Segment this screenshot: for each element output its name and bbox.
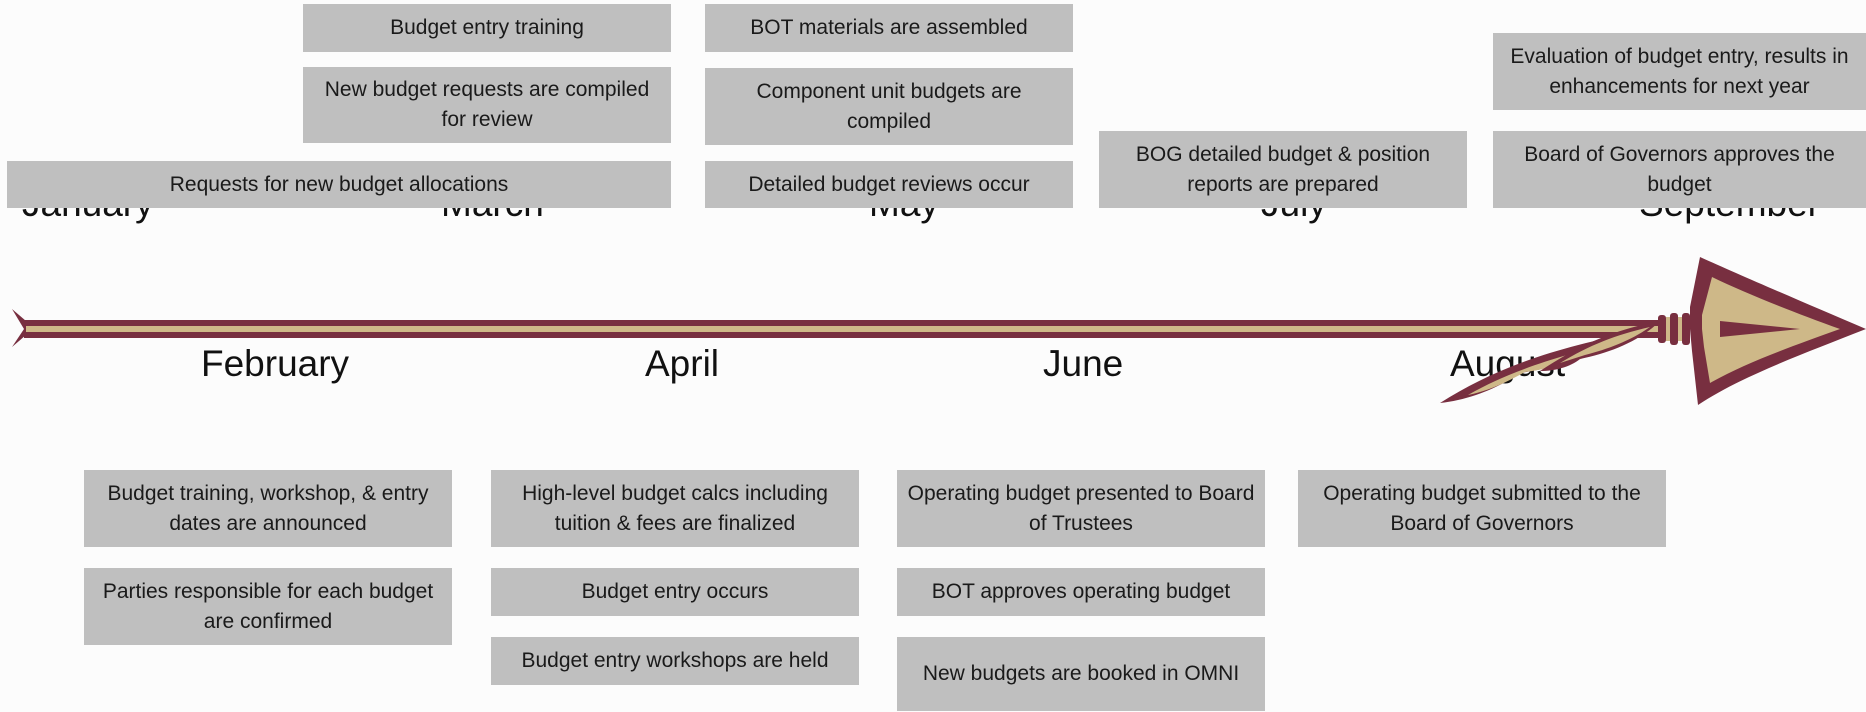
event-box-june-2: BOT approves operating budget xyxy=(897,568,1265,616)
event-box-march-1: Budget entry training xyxy=(303,4,671,52)
event-box-june-3: New budgets are booked in OMNI xyxy=(897,637,1265,711)
spear-icon xyxy=(12,257,1866,405)
month-label-february: February xyxy=(201,343,350,384)
event-box-february-1: Budget training, workshop, & entry dates… xyxy=(84,470,452,547)
spear-ring-1 xyxy=(1658,315,1666,343)
event-box-september-2: Board of Governors approves the budget xyxy=(1493,131,1866,208)
event-box-april-3: Budget entry workshops are held xyxy=(491,637,859,685)
spear-shaft xyxy=(12,309,26,347)
event-box-july-1: BOG detailed budget & position reports a… xyxy=(1099,131,1467,208)
event-box-february-2: Parties responsible for each budget are … xyxy=(84,568,452,645)
event-box-april-1: High-level budget calcs including tuitio… xyxy=(491,470,859,547)
spear-ring-gap-2 xyxy=(1678,317,1682,341)
event-box-march-2: New budget requests are compiled for rev… xyxy=(303,67,671,143)
month-label-june: June xyxy=(1043,343,1124,384)
spear-ring-3 xyxy=(1682,313,1690,345)
month-label-april: April xyxy=(645,343,720,384)
spear-ring-2 xyxy=(1670,313,1678,345)
spear-ring-gap-1 xyxy=(1666,317,1670,341)
event-box-august-1: Operating budget submitted to the Board … xyxy=(1298,470,1666,547)
spear-head-center xyxy=(1720,321,1800,337)
spear-shaft-stripe xyxy=(26,326,1662,332)
event-box-april-2: Budget entry occurs xyxy=(491,568,859,616)
event-box-september-1: Evaluation of budget entry, results in e… xyxy=(1493,33,1866,110)
event-box-may-1: BOT materials are assembled xyxy=(705,4,1073,52)
spear-feather-inner-2 xyxy=(1560,327,1650,363)
event-box-january-1: Requests for new budget allocations xyxy=(7,161,671,208)
event-box-may-2: Component unit budgets are compiled xyxy=(705,68,1073,145)
event-box-june-1: Operating budget presented to Board of T… xyxy=(897,470,1265,547)
event-box-may-3: Detailed budget reviews occur xyxy=(705,161,1073,208)
